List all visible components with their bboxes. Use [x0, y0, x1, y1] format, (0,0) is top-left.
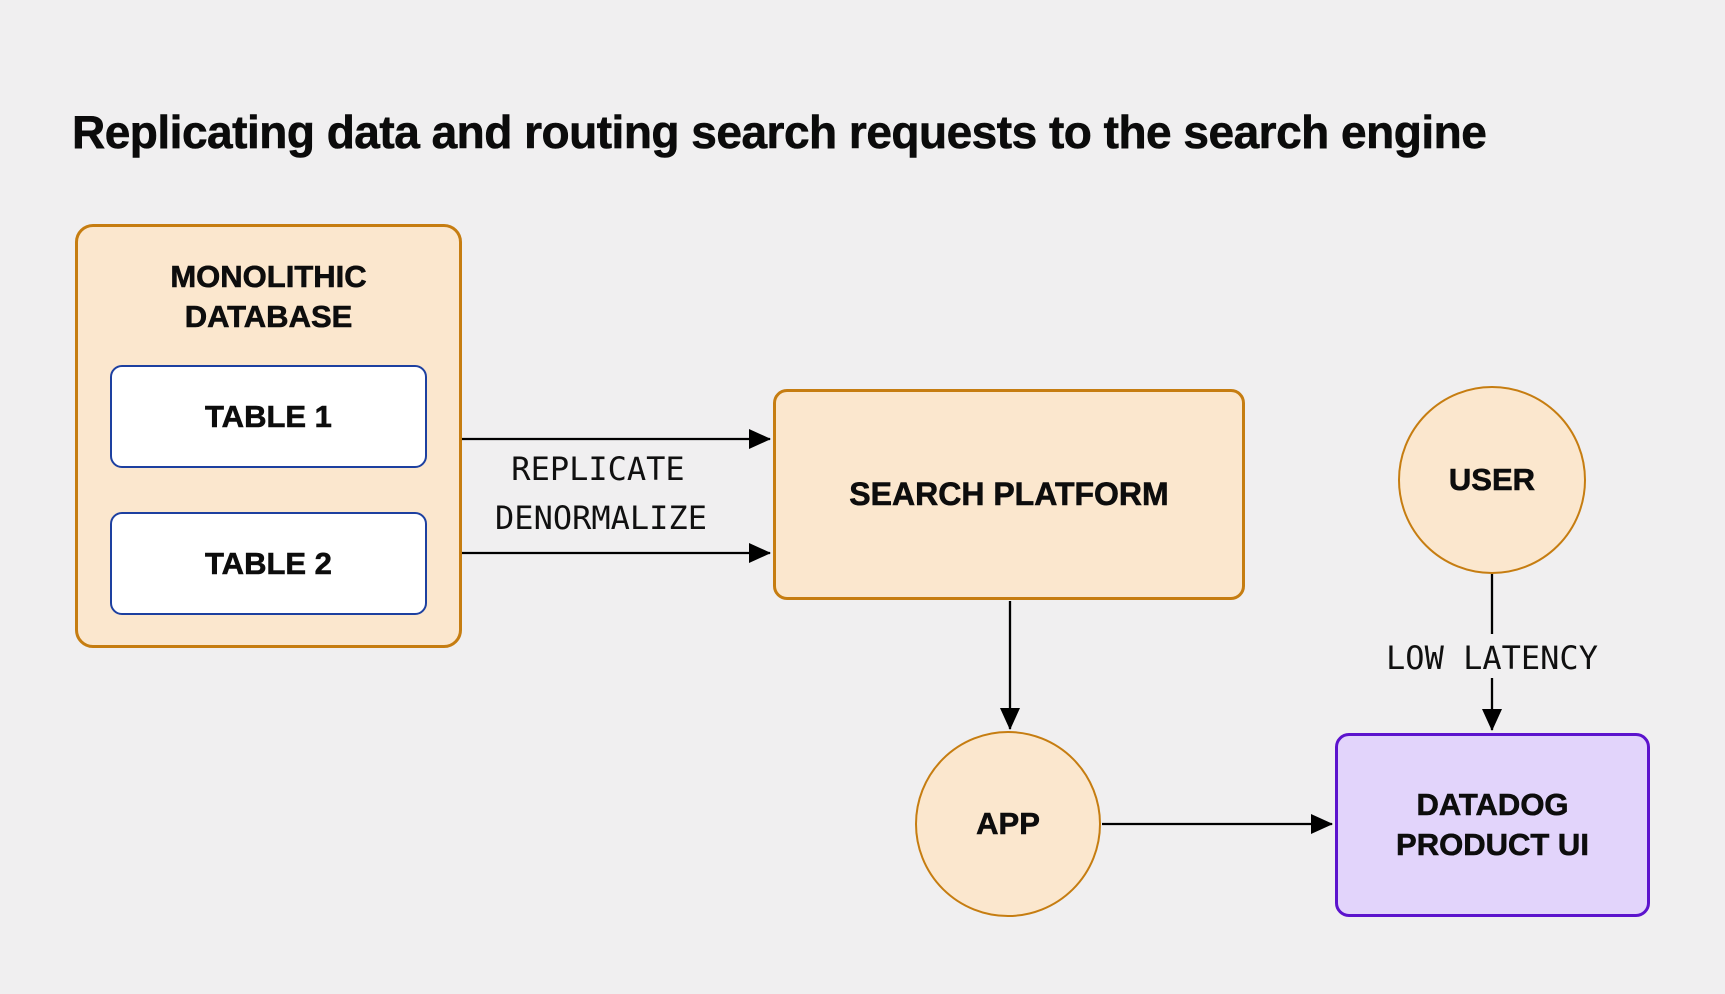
diagram-title: Replicating data and routing search requ…: [72, 105, 1487, 159]
node-user: USER: [1398, 386, 1586, 574]
search-platform-label: SEARCH PLATFORM: [849, 476, 1169, 513]
table-2-label: TABLE 2: [205, 545, 332, 581]
node-search-platform: SEARCH PLATFORM: [773, 389, 1245, 600]
node-app: APP: [915, 731, 1101, 917]
node-table-1: TABLE 1: [110, 365, 427, 468]
node-monolithic-database: MONOLITHIC DATABASE TABLE 1 TABLE 2: [75, 224, 462, 648]
app-label: APP: [976, 806, 1040, 842]
datadog-product-ui-label: DATADOG PRODUCT UI: [1396, 787, 1589, 863]
monolithic-database-label: MONOLITHIC DATABASE: [170, 259, 367, 335]
edge-label-replicate: REPLICATE: [511, 450, 685, 488]
table-1-label: TABLE 1: [205, 398, 332, 434]
user-label: USER: [1448, 462, 1536, 498]
node-datadog-product-ui: DATADOG PRODUCT UI: [1335, 733, 1650, 917]
edge-label-low-latency: LOW LATENCY: [1386, 639, 1598, 677]
edge-label-denormalize: DENORMALIZE: [495, 499, 707, 537]
node-table-2: TABLE 2: [110, 512, 427, 615]
